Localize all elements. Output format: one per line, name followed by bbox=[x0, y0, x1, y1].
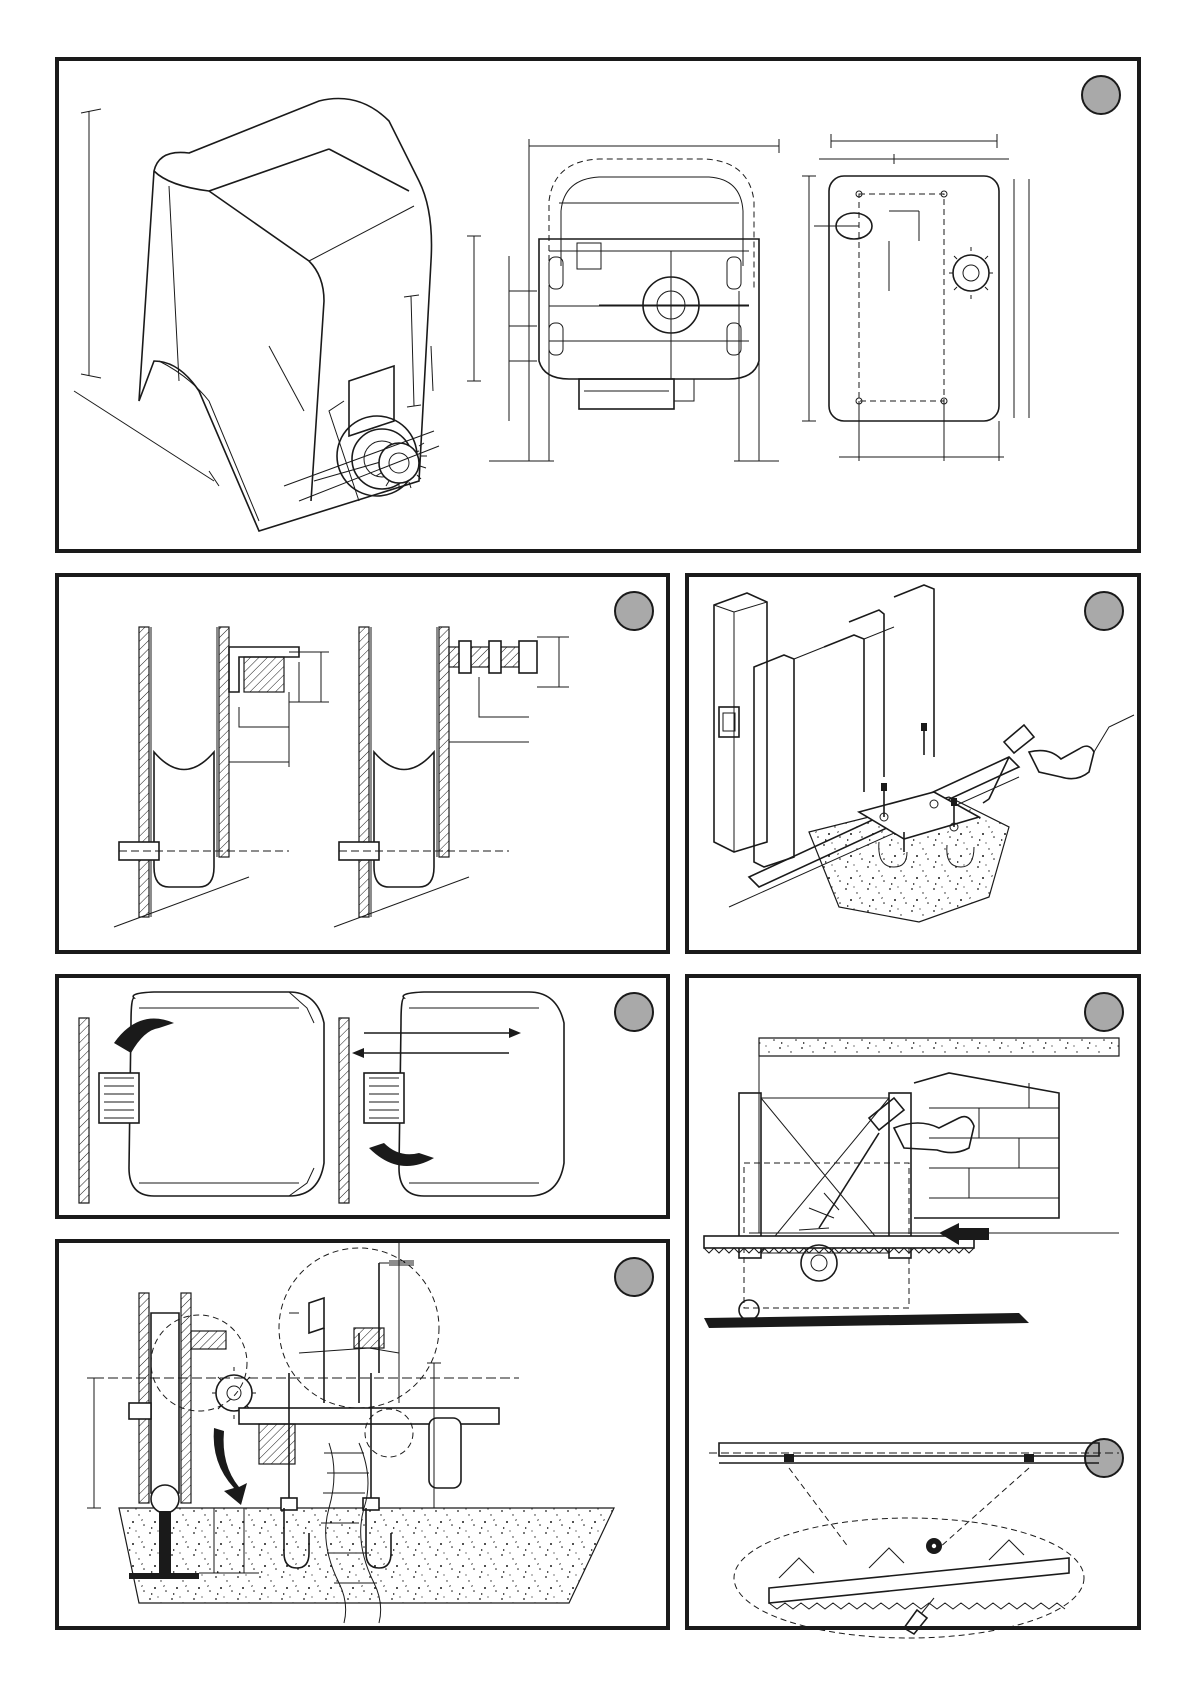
rack-strip-side-view bbox=[709, 1443, 1119, 1548]
panel-installation-section bbox=[55, 1239, 670, 1630]
gate-post bbox=[714, 593, 767, 852]
baseplate-dimension-lines bbox=[802, 134, 1029, 461]
brick-wall bbox=[914, 1073, 1059, 1218]
bracket-section-bolted bbox=[334, 627, 569, 927]
front-view-dimension-lines bbox=[467, 139, 779, 461]
zoom-detail-circle bbox=[279, 1243, 439, 1408]
hand-with-hammer bbox=[799, 1098, 974, 1230]
gate-with-rack bbox=[704, 1093, 1029, 1328]
bracket-section-welded bbox=[114, 627, 329, 927]
rack-zoom-detail bbox=[734, 1518, 1084, 1638]
motor-top-view-right bbox=[339, 992, 564, 1203]
rack-mounting-drawings bbox=[689, 978, 1145, 1634]
baseplate-top-view bbox=[829, 176, 999, 421]
panel-rack-mounting bbox=[685, 974, 1141, 1630]
panel-motor-dimensions bbox=[55, 57, 1141, 553]
isometric-dimension-lines bbox=[74, 109, 439, 501]
panel-baseplate-anchoring bbox=[685, 573, 1141, 954]
motor-top-view-left bbox=[79, 992, 324, 1203]
panel-rail-bracket-sections bbox=[55, 573, 670, 954]
motor-dimension-drawings bbox=[59, 61, 1145, 557]
motor-release-drawings bbox=[59, 978, 674, 1223]
gate-frame-top bbox=[749, 1038, 1119, 1233]
panel-motor-release bbox=[55, 974, 670, 1219]
rail-bracket-section-drawings bbox=[59, 577, 674, 958]
motor-front-view bbox=[539, 159, 759, 409]
baseplate-anchoring-drawing bbox=[689, 577, 1145, 958]
installation-section-drawing bbox=[59, 1243, 674, 1634]
